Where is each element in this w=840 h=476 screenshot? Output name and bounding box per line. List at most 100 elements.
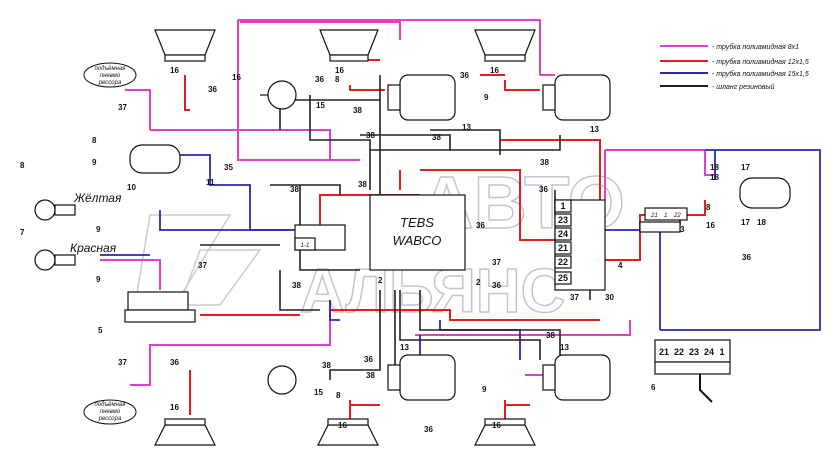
chamber-top-center	[387, 74, 456, 121]
svg-text:37: 37	[118, 103, 127, 112]
svg-text:16: 16	[335, 66, 344, 75]
wheel-front-center	[319, 29, 379, 62]
svg-text:8: 8	[20, 161, 25, 170]
wheel-front-right	[474, 29, 536, 62]
svg-text:36: 36	[170, 358, 179, 367]
brake-chambers	[260, 74, 611, 401]
tank-left	[129, 144, 181, 174]
suspension-note-top: подъёмная пневмо рессора	[83, 62, 137, 88]
chamber-top-right	[542, 74, 611, 121]
svg-text:рессора: рессора	[98, 80, 122, 86]
svg-text:9: 9	[482, 385, 487, 394]
svg-text:18: 18	[710, 173, 719, 182]
svg-text:3: 3	[680, 225, 685, 234]
valve-6: 21 22 23 24 1	[654, 339, 731, 403]
wheel-rear-center	[317, 418, 379, 446]
ebs-box	[369, 194, 466, 271]
wheel-rear-right	[474, 418, 536, 446]
svg-text:9: 9	[484, 93, 489, 102]
svg-text:4: 4	[618, 261, 623, 270]
wheel-rear-left	[154, 418, 216, 446]
svg-text:38: 38	[358, 180, 367, 189]
manifold-5	[124, 291, 196, 323]
svg-text:8: 8	[336, 391, 341, 400]
svg-text:38: 38	[540, 158, 549, 167]
svg-text:18: 18	[710, 163, 719, 172]
svg-text:36: 36	[364, 355, 373, 364]
svg-text:21: 21	[650, 213, 658, 219]
svg-text:22: 22	[673, 213, 681, 219]
svg-text:38: 38	[292, 281, 301, 290]
svg-text:9: 9	[96, 275, 101, 284]
svg-text:17: 17	[741, 218, 750, 227]
svg-text:8: 8	[335, 75, 340, 84]
legend: - трубка полиамидная 8х1 - трубка полиам…	[660, 43, 809, 91]
svg-text:18: 18	[757, 218, 766, 227]
svg-text:13: 13	[400, 343, 409, 352]
svg-text:2: 2	[378, 276, 383, 285]
svg-text:1: 1	[560, 201, 565, 211]
legend-item-4: - шланг резиновый	[712, 83, 775, 91]
chamber-bottom-right	[542, 354, 611, 401]
svg-text:16: 16	[170, 66, 179, 75]
svg-text:6: 6	[651, 383, 656, 392]
svg-text:16: 16	[706, 221, 715, 230]
svg-text:15: 15	[314, 388, 323, 397]
svg-text:36: 36	[460, 71, 469, 80]
svg-text:37: 37	[492, 258, 501, 267]
distributor: 1-1	[294, 224, 346, 251]
tank-right	[739, 177, 791, 209]
svg-text:подъёмная: подъёмная	[95, 402, 127, 408]
chamber-bottom-center	[387, 354, 456, 401]
svg-text:24: 24	[704, 347, 714, 357]
ebs-module: TEBS WABCO	[369, 194, 466, 271]
svg-text:36: 36	[492, 281, 501, 290]
svg-text:1-1: 1-1	[301, 243, 310, 249]
svg-text:37: 37	[198, 261, 207, 270]
svg-text:16: 16	[490, 66, 499, 75]
svg-text:35: 35	[224, 163, 233, 172]
coupling-yellow: Жёлтая	[34, 191, 122, 221]
svg-text:36: 36	[208, 85, 217, 94]
svg-text:1: 1	[664, 213, 667, 219]
callout-labels: 16 36 37 8 9 10 11 35 8 9 7 9 5 37 36 16…	[20, 66, 766, 434]
legend-item-1: - трубка полиамидная 8х1	[712, 43, 799, 51]
svg-text:38: 38	[353, 106, 362, 115]
wheels	[154, 29, 536, 446]
svg-text:21: 21	[659, 347, 669, 357]
svg-text:11: 11	[206, 178, 215, 187]
wheel-front-left	[154, 29, 216, 62]
svg-text:16: 16	[170, 403, 179, 412]
svg-text:13: 13	[560, 343, 569, 352]
svg-text:10: 10	[127, 183, 136, 192]
svg-text:13: 13	[462, 123, 471, 132]
svg-text:16: 16	[338, 421, 347, 430]
svg-text:37: 37	[570, 293, 579, 302]
svg-text:36: 36	[424, 425, 433, 434]
svg-text:21: 21	[558, 243, 568, 253]
svg-text:22: 22	[674, 347, 684, 357]
port-module: 1 23 24 21 22 25	[554, 199, 606, 291]
svg-text:7: 7	[20, 228, 25, 237]
svg-text:16: 16	[232, 73, 241, 82]
svg-text:36: 36	[539, 185, 548, 194]
svg-text:23: 23	[689, 347, 699, 357]
svg-text:36: 36	[476, 221, 485, 230]
chamber-bottom-left	[267, 365, 297, 395]
svg-text:38: 38	[366, 371, 375, 380]
coupling-red-label: Красная	[70, 241, 117, 255]
svg-text:пневмо: пневмо	[100, 409, 121, 415]
svg-text:пневмо: пневмо	[100, 73, 121, 79]
svg-text:рессора: рессора	[98, 416, 122, 422]
svg-text:36: 36	[315, 75, 324, 84]
svg-text:38: 38	[322, 361, 331, 370]
ebs-label-2: WABCO	[393, 233, 442, 248]
svg-text:38: 38	[290, 185, 299, 194]
svg-text:23: 23	[558, 215, 568, 225]
svg-text:2: 2	[476, 278, 481, 287]
svg-text:подъёмная: подъёмная	[95, 66, 127, 72]
svg-text:13: 13	[590, 125, 599, 134]
svg-text:1: 1	[719, 347, 724, 357]
svg-text:25: 25	[558, 273, 568, 283]
